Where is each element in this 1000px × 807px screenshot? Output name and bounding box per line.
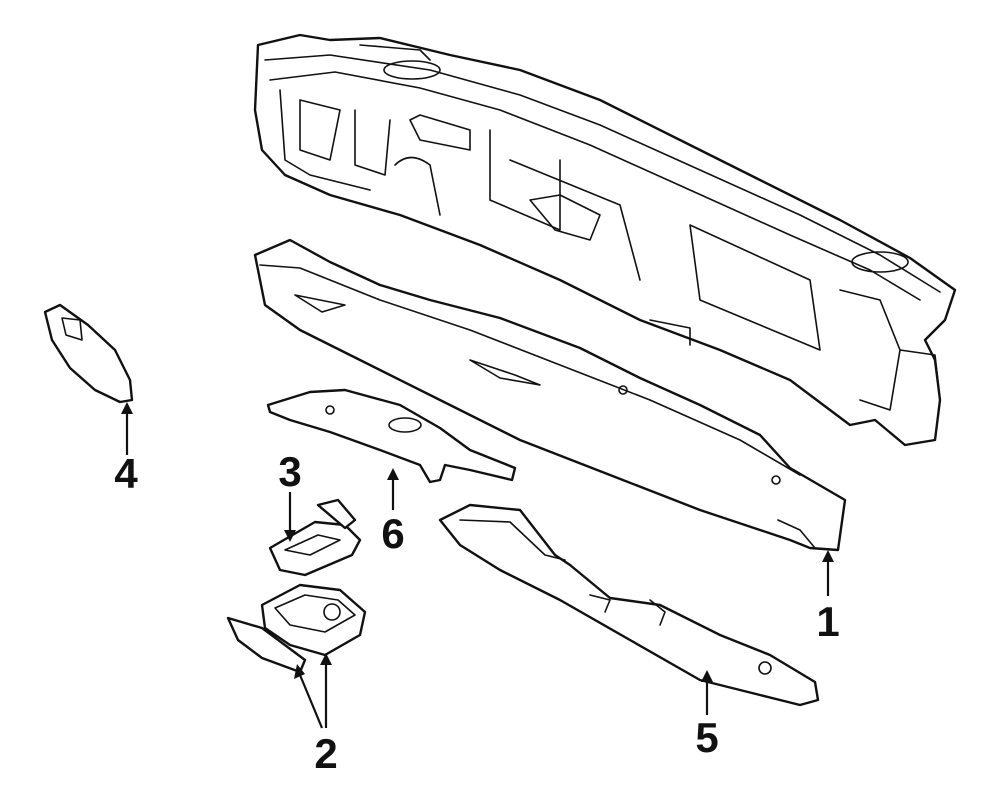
callout-3: 3 <box>278 448 301 495</box>
arrowhead-6 <box>387 468 399 480</box>
lower-trim-part-5 <box>438 503 820 707</box>
callout-2: 2 <box>314 730 337 777</box>
arrowhead-3 <box>284 530 296 542</box>
dash-pad-part-1 <box>253 238 847 552</box>
arrowhead-4 <box>121 402 133 414</box>
ashtray-part-3 <box>268 498 362 577</box>
arrowhead-2b <box>320 653 332 665</box>
instrument-panel-frame <box>253 33 957 447</box>
arrowhead-2a <box>294 664 305 679</box>
arrowhead-5 <box>701 670 713 682</box>
side-cover-part-4 <box>43 303 134 404</box>
callout-4: 4 <box>114 450 138 497</box>
bracket-part-6 <box>266 388 517 484</box>
leader-lines <box>121 402 834 729</box>
ashtray-housing-part-2 <box>226 583 367 674</box>
leader-2a <box>298 674 324 729</box>
callout-5: 5 <box>695 714 718 761</box>
arrowhead-1 <box>822 550 834 562</box>
callout-6: 6 <box>381 510 404 557</box>
callout-1: 1 <box>816 598 839 645</box>
callout-labels: 1 2 3 4 5 6 <box>114 448 839 777</box>
